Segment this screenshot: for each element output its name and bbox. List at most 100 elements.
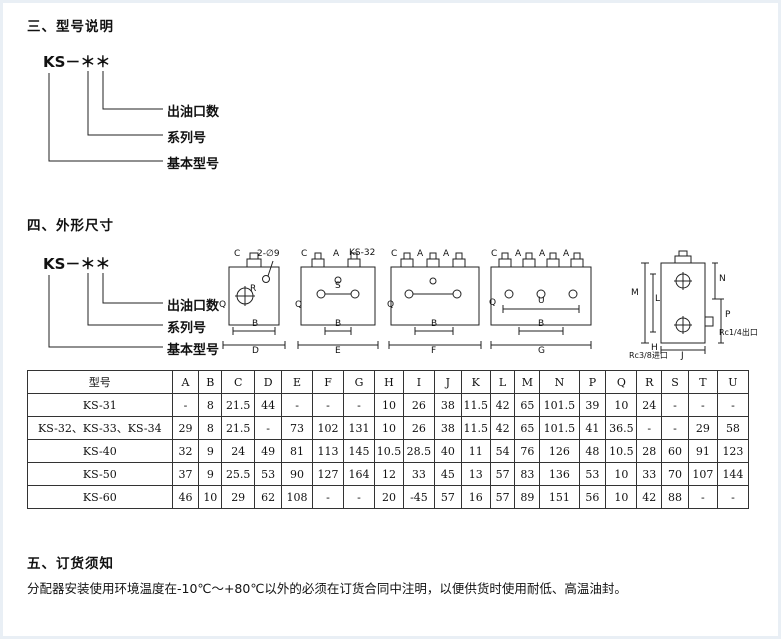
dimension-cell: -	[661, 393, 689, 417]
dimension-cell: -	[343, 393, 376, 417]
dimension-cell: -	[343, 485, 376, 509]
drawing-label: A	[443, 249, 450, 259]
drawing-label: M	[631, 288, 639, 298]
dimension-cell: 28.5	[402, 439, 435, 463]
dimension-cell: 36.5	[605, 416, 638, 440]
dimension-cell: 46	[171, 485, 200, 509]
dimension-cell: 10	[605, 393, 638, 417]
dimension-cell: 70	[661, 462, 689, 486]
dimension-cell: 29	[171, 416, 200, 440]
column-header: A	[171, 370, 200, 394]
dimension-cell: 24	[636, 393, 663, 417]
column-header: G	[343, 370, 376, 394]
model-name-cell: KS-32、KS-33、KS-34	[27, 416, 173, 440]
dimension-cell: 10.5	[605, 439, 638, 463]
drawing-label: Rc3/8进口	[629, 351, 668, 360]
dimension-cell: -	[716, 485, 750, 509]
dimension-cell: 151	[539, 485, 580, 509]
column-header: F	[312, 370, 345, 394]
model-code-diagram-2: KS－＊＊ 出油口数 系列号 基本型号	[33, 253, 233, 358]
drawing-label: F	[431, 346, 437, 356]
dimension-cell: 33	[402, 462, 435, 486]
dimension-cell: 127	[312, 462, 345, 486]
dimension-cell: 42	[489, 416, 516, 440]
ks32-outline	[297, 252, 379, 349]
label-series-number: 系列号	[167, 321, 207, 336]
leader-lines	[48, 71, 163, 162]
drawing-label: E	[335, 346, 341, 356]
column-header: U	[716, 370, 750, 394]
dimension-cell: 16	[460, 485, 491, 509]
dimension-cell: 44	[254, 393, 283, 417]
dimension-cell: 107	[687, 462, 718, 486]
dimension-cell: 11	[460, 439, 491, 463]
ks33-outline	[388, 252, 482, 349]
dimension-cell: 73	[281, 416, 314, 440]
column-header: P	[578, 370, 607, 394]
section5-heading: 五、订货须知	[27, 556, 114, 572]
dimension-cell: 101.5	[539, 416, 580, 440]
drawing-label: P	[725, 310, 731, 320]
dimension-cell: -	[687, 485, 718, 509]
column-header: M	[514, 370, 541, 394]
dimension-cell: 53	[254, 462, 283, 486]
dimension-cell: 21.5	[221, 393, 256, 417]
model-name-cell: KS-50	[27, 462, 173, 486]
dimension-cell: 12	[374, 462, 404, 486]
dimension-cell: 76	[514, 439, 541, 463]
dimension-cell: 33	[636, 462, 663, 486]
dimension-cell: 60	[661, 439, 689, 463]
column-header: D	[254, 370, 283, 394]
dimension-cell: 89	[514, 485, 541, 509]
drawing-label: Rc1/4出口	[719, 328, 758, 337]
dimension-cell: 39	[578, 393, 607, 417]
dimension-cell: 113	[312, 439, 345, 463]
label-series-number: 系列号	[167, 131, 207, 146]
dimension-cell: 41	[578, 416, 607, 440]
dimension-cell: 29	[687, 416, 718, 440]
ks34-outline	[490, 252, 592, 349]
label-basic-model: 基本型号	[167, 157, 220, 172]
column-header: S	[661, 370, 689, 394]
dimension-cell: 108	[281, 485, 314, 509]
dimension-cell: 29	[221, 485, 256, 509]
column-header: T	[687, 370, 718, 394]
drawing-label: U	[538, 296, 545, 306]
column-header: N	[539, 370, 580, 394]
dimension-cell: 24	[221, 439, 256, 463]
drawing-label: H	[651, 343, 658, 353]
column-header: E	[281, 370, 314, 394]
dimension-cell: 65	[514, 416, 541, 440]
drawing-label: C	[301, 249, 308, 259]
drawing-label: A	[539, 249, 546, 259]
drawing-label: R	[250, 284, 257, 294]
drawing-label: 2-∅9	[257, 249, 280, 259]
drawing-label: D	[252, 346, 259, 356]
column-header: I	[402, 370, 435, 394]
order-note: 分配器安装使用环境温度在-10℃～+80℃以外的必须在订货合同中注明，以便供货时…	[27, 581, 627, 596]
column-header: J	[433, 370, 462, 394]
drawing-label: B	[335, 319, 342, 329]
label-basic-model: 基本型号	[167, 343, 220, 358]
dimension-cell: 102	[312, 416, 345, 440]
model-code: KS－＊＊	[43, 53, 111, 71]
dimension-cell: 53	[578, 462, 607, 486]
dimension-cell: -45	[402, 485, 435, 509]
dimension-cell: 9	[198, 462, 223, 486]
dimension-cell: -	[312, 485, 345, 509]
drawing-label: B	[252, 319, 259, 329]
dimension-cell: 28	[636, 439, 663, 463]
dimension-cell: 26	[402, 416, 435, 440]
column-header: H	[374, 370, 404, 394]
drawing-label: L	[655, 294, 661, 304]
dimension-cell: 32	[171, 439, 200, 463]
dimension-cell: 88	[661, 485, 689, 509]
drawing-label: C	[391, 249, 398, 259]
dimension-cell: 10	[374, 393, 404, 417]
dimension-cell: 65	[514, 393, 541, 417]
dimension-cell: 13	[460, 462, 491, 486]
